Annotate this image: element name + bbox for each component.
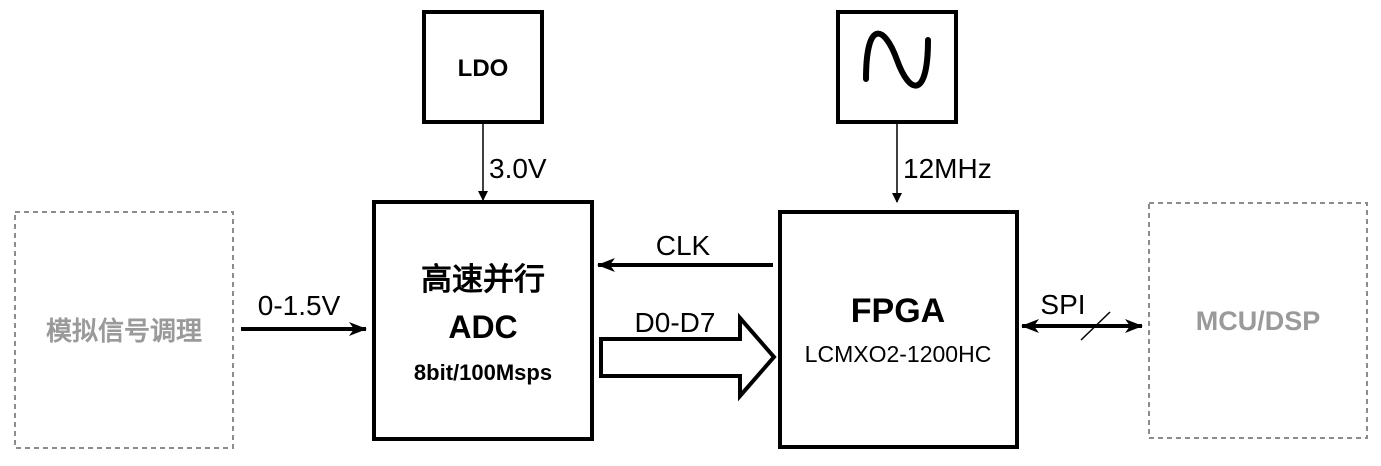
analog-conditioning-label: 模拟信号调理 <box>46 316 202 346</box>
oscillator-frequency-label: 12MHz <box>903 153 992 184</box>
fpga-block: FPGA LCMXO2-1200HC <box>778 210 1019 449</box>
clock-source-line: 12MHz <box>892 124 992 203</box>
spi-link: SPI <box>1021 289 1143 341</box>
adc-title: 高速并行 <box>421 262 545 297</box>
clk-label: CLK <box>656 230 711 261</box>
adc-name: ADC <box>448 309 517 345</box>
fpga-name: FPGA <box>851 292 945 330</box>
spi-label: SPI <box>1040 289 1085 320</box>
ldo-block: LDO <box>422 10 544 124</box>
mcu-dsp-label: MCU/DSP <box>1196 306 1321 336</box>
data-bus-arrow: D0-D7 <box>599 307 777 402</box>
sine-wave-icon <box>863 30 931 89</box>
bus-slash-icon <box>1080 311 1111 341</box>
fpga-part-number: LCMXO2-1200HC <box>805 341 992 367</box>
input-voltage-label: 0-1.5V <box>258 290 341 321</box>
data-bus-label: D0-D7 <box>635 307 716 338</box>
input-signal: 0-1.5V <box>241 290 367 336</box>
clk-line: CLK <box>597 230 773 272</box>
mcu-dsp-block: MCU/DSP <box>1148 202 1368 439</box>
adc-block: 高速并行 ADC 8bit/100Msps <box>372 200 594 441</box>
analog-conditioning-block: 模拟信号调理 <box>14 211 234 449</box>
oscillator-block <box>836 10 958 124</box>
ldo-voltage-label: 3.0V <box>489 153 547 184</box>
ldo-supply-line: 3.0V <box>478 124 547 201</box>
adc-spec: 8bit/100Msps <box>414 360 552 385</box>
ldo-label: LDO <box>458 55 509 82</box>
